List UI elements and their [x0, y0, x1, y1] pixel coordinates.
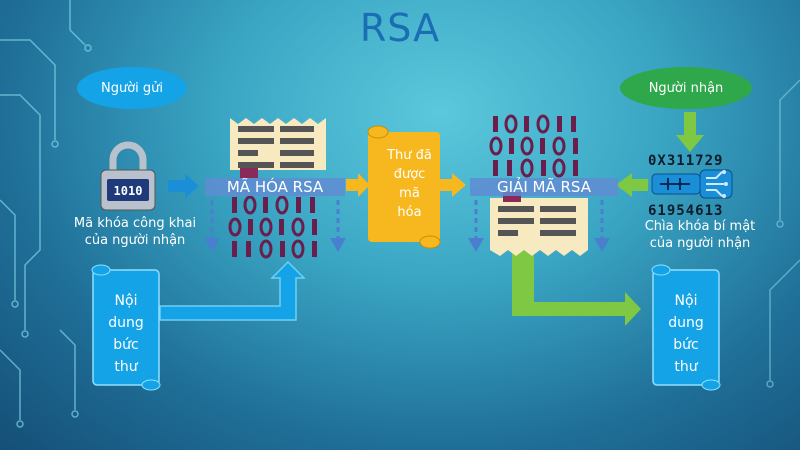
dashed-down-arrows-decrypt — [468, 200, 610, 252]
encrypt-bits-icon — [228, 195, 317, 259]
plaintext-right-line4: thư — [674, 359, 698, 375]
lock-code-text: 1010 — [114, 184, 143, 198]
arrow-plaintext-to-encrypt — [159, 260, 306, 321]
private-key-caption-line2: của người nhận — [649, 236, 751, 251]
encrypt-label: MÃ HÓA RSA — [205, 178, 345, 196]
circuit-decoration-left — [0, 0, 92, 428]
plaintext-scroll-left-icon — [91, 264, 161, 391]
private-key-hex-bottom: 61954613 — [648, 203, 724, 219]
plaintext-right-line3: bức — [673, 337, 699, 353]
encrypted-scroll-icon — [367, 125, 441, 249]
public-key-caption-line2: của người nhận — [84, 233, 186, 248]
padlock-icon — [100, 141, 156, 211]
public-key-caption-line1: Mã khóa công khai — [73, 216, 197, 231]
arrow-key-to-decrypt — [616, 173, 648, 197]
private-key-caption: Chìa khóa bí mật của người nhận — [610, 218, 790, 252]
decrypt-label: GIẢI MÃ RSA — [470, 178, 618, 196]
plaintext-right-line1: Nội — [674, 293, 698, 309]
plaintext-left-line1: Nội — [114, 293, 138, 309]
dashed-down-arrows-encrypt — [204, 200, 346, 252]
encrypted-letter-line1: Thư đã — [387, 148, 432, 163]
plaintext-right-line2: dung — [668, 315, 704, 331]
receiver-badge: Người nhận — [620, 67, 752, 109]
arrow-decrypt-to-plaintext — [512, 250, 641, 326]
arrow-lock-to-encrypt — [168, 174, 199, 198]
plaintext-scroll-right-icon — [651, 264, 721, 391]
decrypt-paper-icon — [490, 192, 588, 256]
plaintext-left-text: Nội dung bức thư — [95, 290, 157, 378]
circuit-decoration-right — [766, 79, 800, 388]
private-key-caption-line1: Chìa khóa bí mật — [644, 219, 756, 234]
decrypt-bits-icon — [489, 114, 578, 178]
private-key-hex-top: 0X311729 — [648, 153, 724, 169]
encrypted-letter-line4: hóa — [397, 205, 422, 220]
encrypted-letter-text: Thư đã được mã hóa — [372, 146, 447, 222]
public-key-caption: Mã khóa công khai của người nhận — [40, 215, 230, 249]
plaintext-left-line2: dung — [108, 315, 144, 331]
page-title: RSA — [359, 6, 441, 50]
key-icon — [651, 169, 733, 199]
plaintext-left-line3: bức — [113, 337, 139, 353]
arrow-letter-to-decrypt — [440, 173, 466, 197]
plaintext-right-text: Nội dung bức thư — [655, 290, 717, 378]
encrypted-letter-line2: được — [393, 167, 426, 182]
sender-badge: Người gửi — [77, 67, 187, 109]
arrow-encrypt-to-letter — [346, 173, 370, 197]
encrypted-letter-line3: mã — [399, 186, 420, 201]
plaintext-left-line4: thư — [114, 359, 138, 375]
encrypt-paper-icon — [230, 118, 326, 178]
arrow-receiver-to-key — [676, 112, 704, 152]
